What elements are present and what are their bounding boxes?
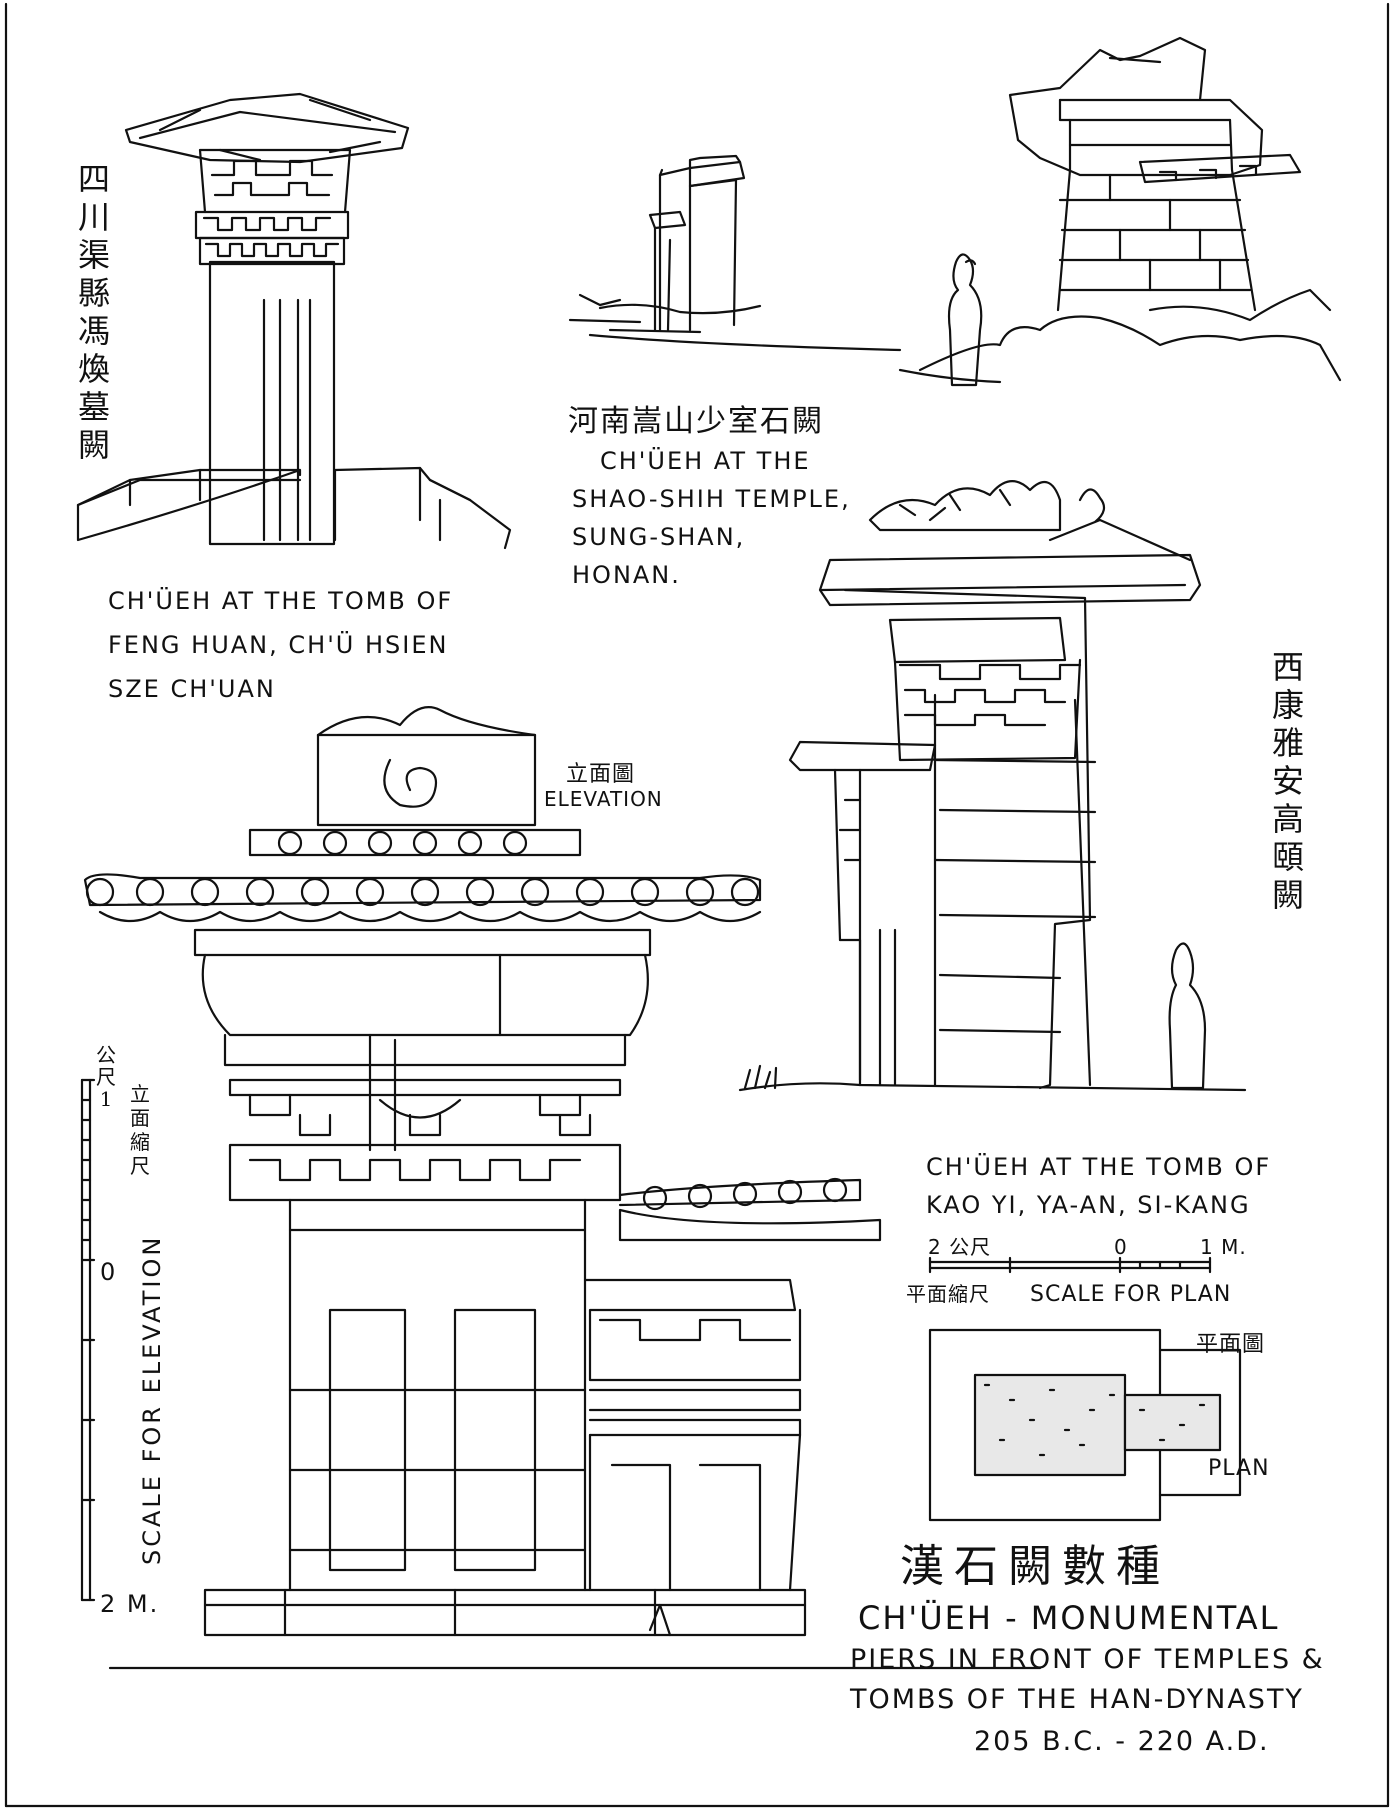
kao-yi-char-1: 西: [1271, 648, 1304, 686]
title-chinese: 漢石闕數種: [900, 1541, 1170, 1592]
plan-label: PLAN: [1208, 1456, 1270, 1481]
plan-scale-zero: 0: [1114, 1235, 1128, 1259]
plan-scale-right: 1 M.: [1200, 1235, 1247, 1259]
shao-shih-caption-line-2: SHAO-SHIH TEMPLE,: [572, 485, 851, 513]
feng-huan-caption-line-3: SZE CH'UAN: [108, 675, 276, 703]
feng-huan-caption: CH'ÜEH AT THE TOMB OF FENG HUAN, CH'Ü HS…: [108, 582, 453, 708]
feng-huan-caption-line-1: CH'ÜEH AT THE TOMB OF: [108, 587, 454, 615]
title-dates: 205 B.C. - 220 A.D.: [974, 1726, 1270, 1757]
feng-huan-chinese-label: 四 川 渠 縣 馮 煥 墓 闕: [74, 160, 114, 464]
kao-yi-char-2: 康: [1271, 686, 1304, 724]
elevation-scale-unit-1: 公: [96, 1043, 116, 1067]
feng-huan-char-5: 馮: [77, 312, 110, 350]
kao-yi-caption-line-1: CH'ÜEH AT THE TOMB OF: [926, 1153, 1272, 1181]
shao-shih-chinese-label: 河南嵩山少室石闕: [568, 404, 824, 439]
title-line-1: CH'ÜEH - MONUMENTAL: [858, 1599, 1280, 1637]
kao-yi-char-4: 安: [1271, 762, 1304, 800]
title-line-2: PIERS IN FRONT OF TEMPLES &: [850, 1644, 1325, 1675]
plan-scale-bar: [928, 1256, 1212, 1274]
kao-yi-char-5: 高: [1271, 800, 1304, 838]
plan-drawing: [928, 1328, 1242, 1522]
plan-scale-left: 2 公尺: [928, 1235, 992, 1259]
ruined-pillar-drawing: [898, 36, 1342, 387]
kao-yi-char-3: 雅: [1271, 724, 1304, 762]
elevation-scale-unit-3: 1: [99, 1087, 113, 1111]
feng-huan-char-4: 縣: [77, 274, 110, 312]
elevation-scale-chinese-label: 立 面 縮 尺: [128, 1082, 152, 1178]
elevation-drawing: [83, 706, 1042, 1670]
elevation-scale-label-4: 尺: [130, 1154, 150, 1178]
elevation-scale-label-1: 立: [130, 1082, 150, 1106]
shao-shih-caption: CH'ÜEH AT THE SHAO-SHIH TEMPLE, SUNG-SHA…: [572, 442, 851, 594]
kao-yi-char-7: 闕: [1271, 876, 1304, 914]
feng-huan-char-1: 四: [77, 160, 110, 198]
shao-shih-ruin-drawing: [568, 154, 902, 352]
shao-shih-caption-line-3: SUNG-SHAN,: [572, 523, 746, 551]
plan-scale-label: SCALE FOR PLAN: [1030, 1282, 1232, 1307]
plan-scale-chinese-label: 平面縮尺: [906, 1282, 990, 1306]
elevation-scale-unit-2: 尺: [96, 1065, 116, 1089]
elevation-scale-label-2: 面: [130, 1106, 150, 1130]
elevation-label: ELEVATION: [544, 787, 663, 811]
elevation-scale-bar: [80, 1078, 96, 1602]
shao-shih-caption-line-1: CH'ÜEH AT THE: [600, 447, 811, 475]
elevation-scale-two: 2 M.: [100, 1590, 160, 1618]
kao-yi-char-6: 頤: [1271, 838, 1304, 876]
feng-huan-caption-line-2: FENG HUAN, CH'Ü HSIEN: [108, 631, 449, 659]
kao-yi-chinese-label: 西 康 雅 安 高 頤 闕: [1268, 648, 1308, 914]
elevation-chinese-label: 立面圖: [566, 762, 636, 787]
feng-huan-char-2: 川: [77, 198, 110, 236]
kao-yi-pillar-drawing: [738, 480, 1247, 1092]
elevation-scale-zero: 0: [100, 1258, 118, 1286]
shao-shih-caption-line-4: HONAN.: [572, 561, 681, 589]
elevation-scale-label: SCALE FOR ELEVATION: [138, 1234, 166, 1565]
title-line-3: TOMBS OF THE HAN-DYNASTY: [850, 1684, 1304, 1715]
plan-chinese-label: 平面圖: [1196, 1332, 1266, 1357]
feng-huan-char-3: 渠: [77, 236, 110, 274]
feng-huan-pillar-drawing: [76, 92, 512, 550]
title-block: CH'ÜEH - MONUMENTAL PIERS IN FRONT OF TE…: [850, 1596, 1325, 1764]
feng-huan-char-7: 墓: [77, 388, 110, 426]
feng-huan-char-6: 煥: [77, 350, 110, 388]
elevation-scale-label-3: 縮: [130, 1130, 150, 1154]
kao-yi-caption: CH'ÜEH AT THE TOMB OF KAO YI, YA-AN, SI-…: [926, 1148, 1271, 1224]
kao-yi-caption-line-2: KAO YI, YA-AN, SI-KANG: [926, 1191, 1251, 1219]
elevation-scale-unit: 公 尺 1: [94, 1044, 118, 1110]
feng-huan-char-8: 闕: [77, 426, 110, 464]
